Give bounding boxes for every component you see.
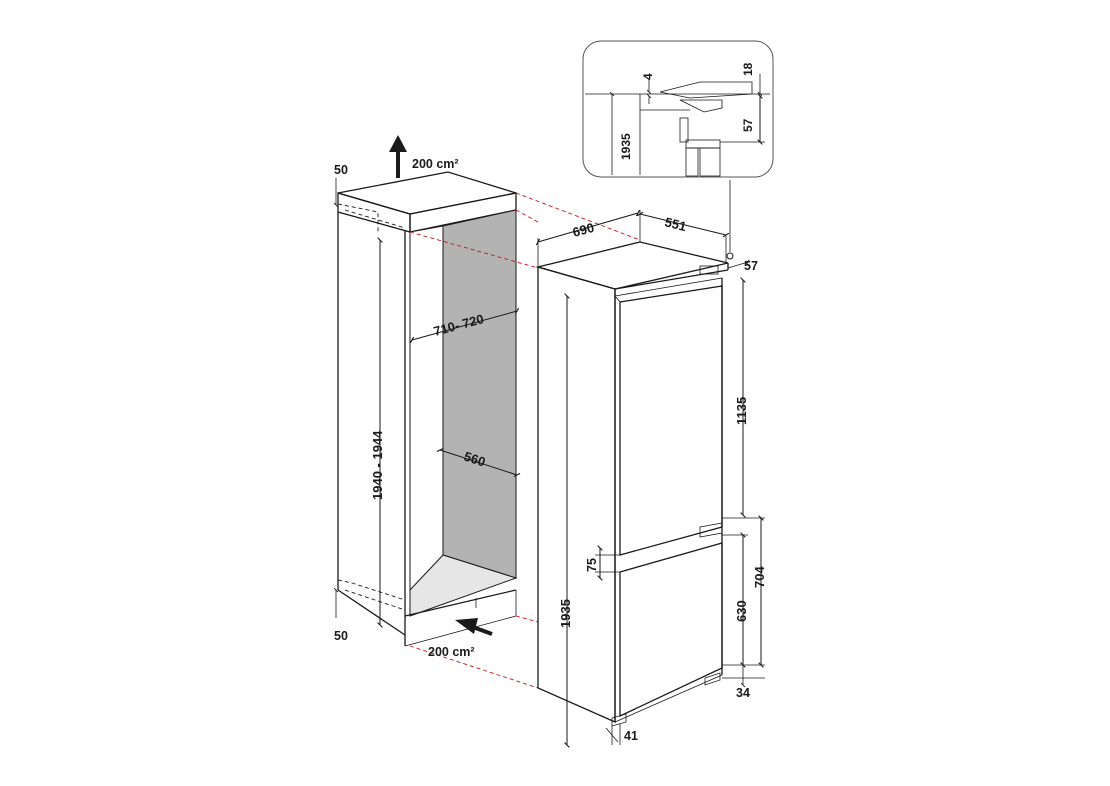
niche-width-dimension: [409, 307, 520, 344]
appliance-width-label: 551: [663, 214, 688, 234]
freezer-dimension-lines: [722, 515, 765, 688]
bottom-vent-clearance-label: 50: [334, 629, 348, 643]
niche-left-wall: [409, 225, 444, 617]
door-gap-dimension: [595, 545, 620, 581]
fridge-door: [614, 277, 723, 556]
appliance-depth-dimension: [535, 209, 641, 267]
bottom-vent-area-label: 200 cm²: [428, 645, 475, 659]
top-vent-area-label: 200 cm²: [412, 157, 459, 171]
niche-back-wall: [442, 209, 517, 579]
niche-floor: [409, 554, 518, 617]
plinth-left-dimension: [605, 724, 621, 745]
appliance-height-label: 1935: [558, 599, 573, 628]
top-offset-label: 57: [744, 259, 758, 273]
detail-offset-label: 57: [741, 118, 755, 132]
appliance-width-dimension: [636, 211, 730, 262]
door-separator: [699, 522, 723, 538]
top-vent-clearance-label: 50: [334, 163, 348, 177]
plinth-feet: [611, 672, 721, 727]
top-offset-marker: [726, 180, 750, 269]
detail-height-label: 1935: [619, 133, 633, 160]
niche-height-label: 1940 - 1944: [370, 430, 385, 500]
fridge-door-height-label: 1135: [734, 397, 749, 425]
niche-depth-label: 560: [462, 449, 487, 470]
plinth-left-label: 41: [624, 729, 638, 743]
freezer-door-height-label: 630: [734, 600, 749, 622]
detail-gap-label: 4: [641, 73, 655, 80]
freezer-door: [619, 542, 723, 718]
detail-panel-label: 18: [741, 62, 755, 76]
appliance-depth-label: 690: [571, 220, 596, 240]
air-in-arrow: [455, 618, 493, 636]
door-gap-label: 75: [585, 558, 599, 572]
cabinet-niche: [337, 171, 518, 647]
air-out-arrow: [389, 135, 407, 178]
plinth-right-label: 34: [736, 686, 750, 700]
freezer-section-height-label: 704: [752, 566, 767, 588]
cabinet-top-slab: [337, 171, 517, 215]
niche-depth-dimension: [436, 447, 521, 478]
detail-inset: [582, 40, 774, 178]
